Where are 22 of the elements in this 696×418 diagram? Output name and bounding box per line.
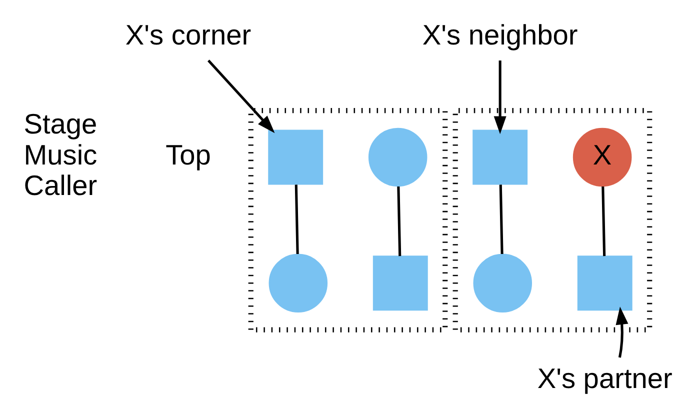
node-text: X's partner xyxy=(537,363,672,394)
label: Top xyxy=(166,139,211,170)
node-box xyxy=(577,256,632,311)
node-box xyxy=(472,130,528,185)
node-text: X's neighbor xyxy=(422,19,578,50)
cluster xyxy=(248,108,448,332)
arrow xyxy=(616,306,628,358)
connector xyxy=(499,184,504,254)
connector xyxy=(294,184,299,254)
node-circle xyxy=(368,128,428,187)
node-box xyxy=(268,130,324,185)
node-circle: X xyxy=(572,128,632,187)
node-circle xyxy=(268,254,328,313)
arrow xyxy=(494,60,506,134)
label: Stage Music Caller xyxy=(24,108,98,202)
arrow xyxy=(208,60,275,134)
node-text: X's corner xyxy=(125,19,252,50)
node-box xyxy=(372,256,428,311)
cluster xyxy=(452,108,652,332)
connector xyxy=(602,186,606,256)
node-circle xyxy=(473,254,532,313)
connector xyxy=(397,186,402,256)
